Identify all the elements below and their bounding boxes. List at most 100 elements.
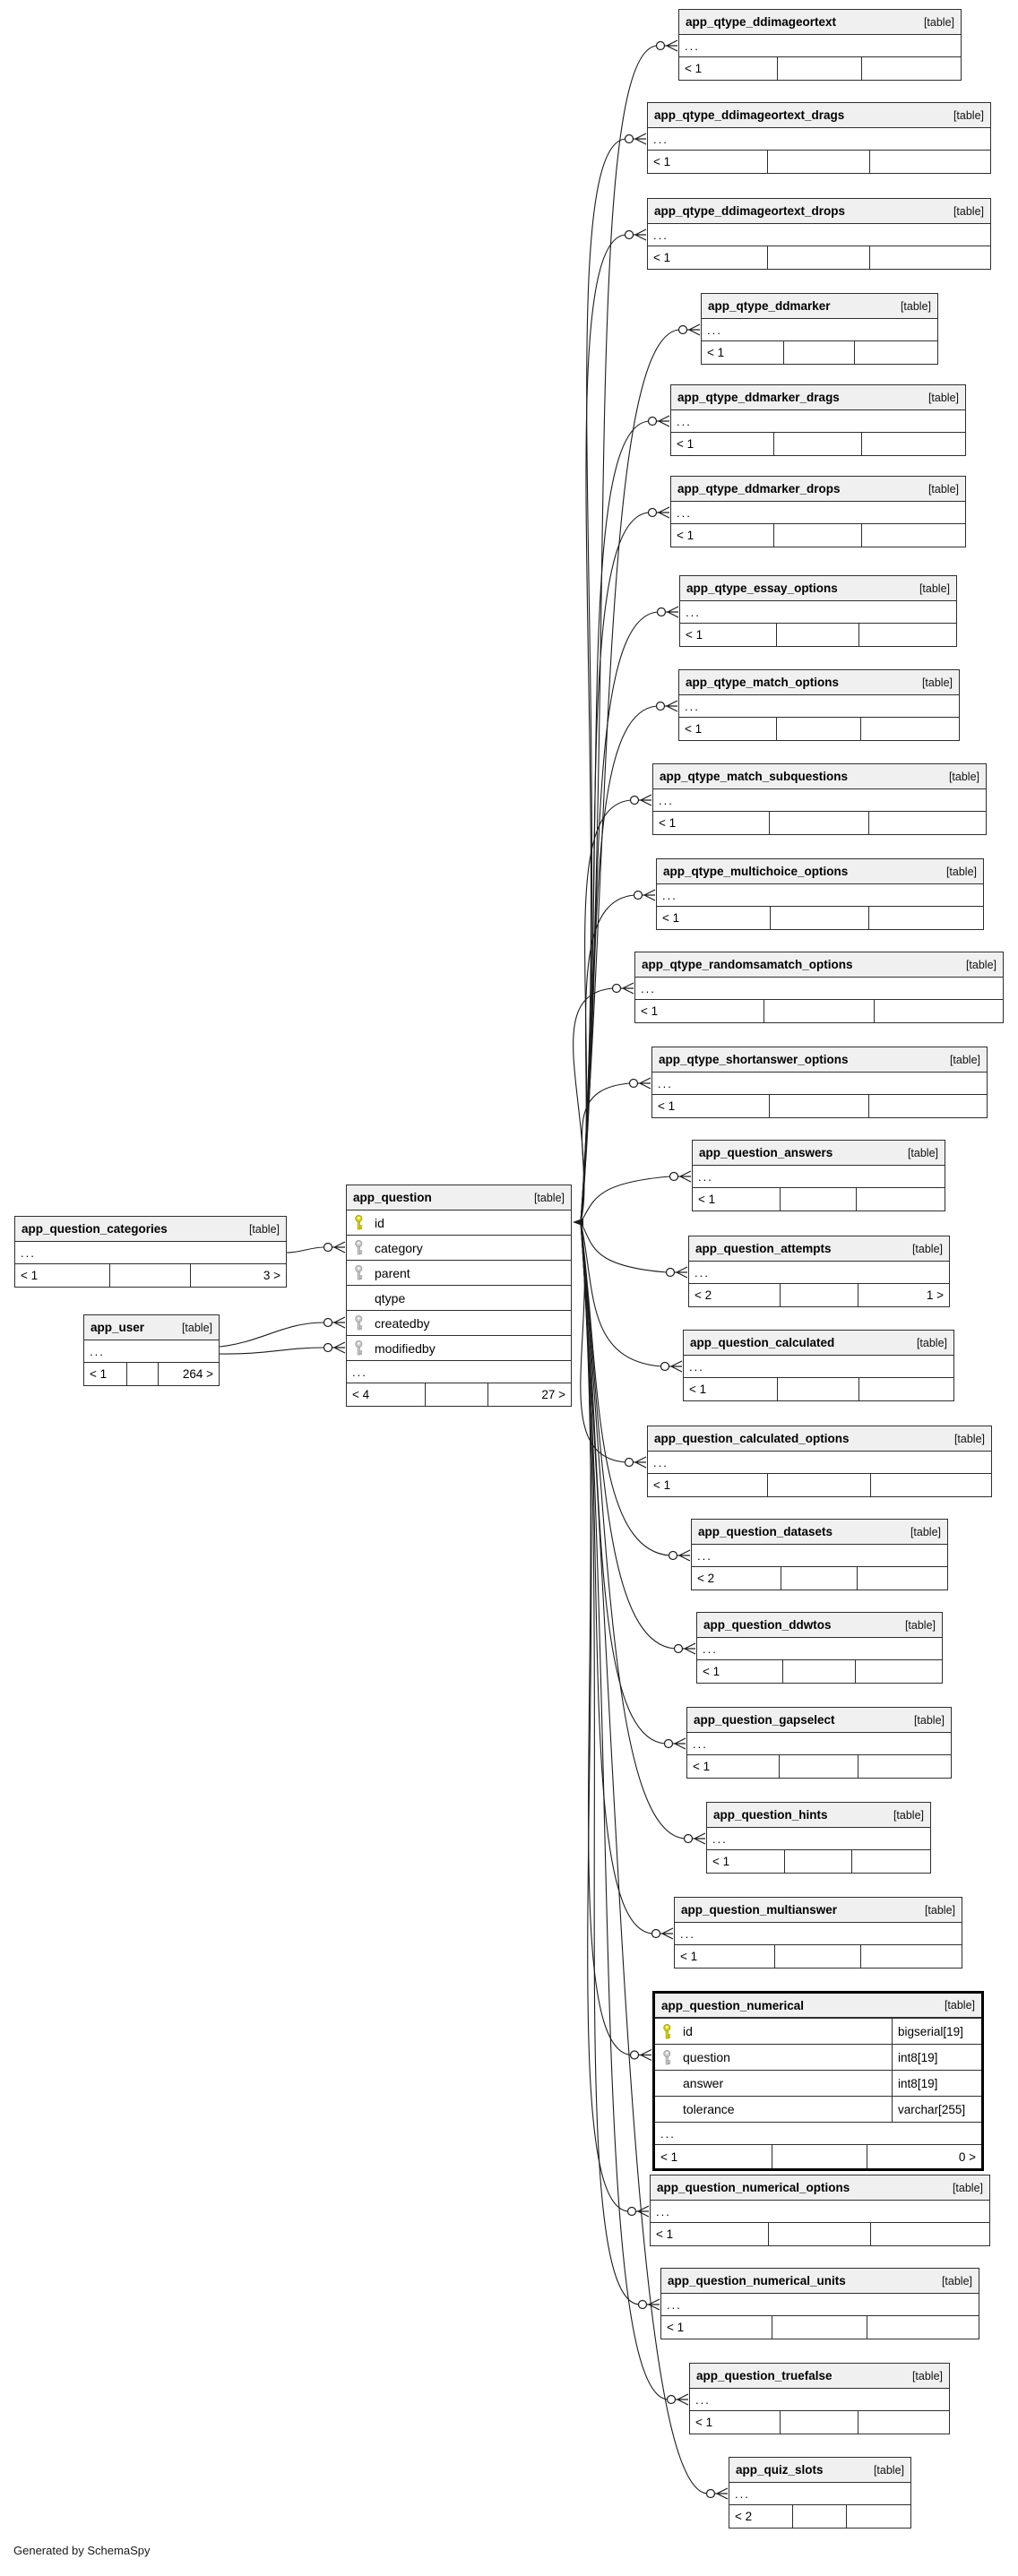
relationship-line — [580, 138, 626, 1223]
columns-ellipsis-row: ... — [679, 695, 959, 718]
table-name: app_qtype_match_options — [686, 676, 840, 689]
table-app_qtype_shortanswer_options[interactable]: app_qtype_shortanswer_options[table]...<… — [651, 1047, 988, 1118]
ellipsis-text: ... — [685, 39, 700, 53]
footer-cell-mid — [774, 524, 863, 547]
table-app_qtype_match_options[interactable]: app_qtype_match_options[table]...< 1 — [678, 669, 960, 741]
table-app_qtype_ddimageortext_drags[interactable]: app_qtype_ddimageortext_drags[table]...<… — [647, 102, 991, 174]
ellipsis-text: ... — [653, 228, 669, 242]
footer-cell-left: < 1 — [661, 2316, 772, 2339]
table-name: app_qtype_randomsamatch_options — [642, 958, 853, 971]
table-name: app_qtype_ddimageortext_drags — [654, 108, 845, 122]
columns-ellipsis-row: ... — [690, 2389, 949, 2411]
table-name: app_qtype_ddmarker_drags — [677, 391, 840, 404]
relationship-count-row: < 1 — [671, 524, 965, 547]
footer-cell-mid — [769, 2223, 871, 2245]
table-app_question_numerical_units[interactable]: app_question_numerical_units[table]...< … — [660, 2268, 979, 2339]
table-app_question_truefalse[interactable]: app_question_truefalse[table]...< 1 — [689, 2363, 950, 2434]
table-app_qtype_multichoice_options[interactable]: app_qtype_multichoice_options[table]...<… — [656, 858, 984, 930]
relationship-count-row: < 1 — [653, 812, 986, 834]
footer-cell-right — [858, 1567, 947, 1590]
table-tag-label: [table] — [965, 958, 996, 971]
ellipsis-text: ... — [694, 1265, 710, 1279]
column-type: int8[19] — [892, 2045, 981, 2070]
table-app_question_calculated[interactable]: app_question_calculated[table]...< 1 — [683, 1330, 954, 1401]
table-tag-label: [table] — [916, 1336, 947, 1349]
footer-cell-mid — [778, 57, 863, 80]
table-name: app_user — [91, 1321, 145, 1334]
table-app_question_gapselect[interactable]: app_question_gapselect[table]...< 1 — [686, 1707, 952, 1779]
zero-or-one-circle — [668, 1550, 678, 1561]
table-app_question_calculated_options[interactable]: app_question_calculated_options[table]..… — [647, 1426, 992, 1497]
columns-ellipsis-row: ... — [655, 2123, 981, 2145]
zero-or-one-circle — [673, 1643, 684, 1654]
footer-cell-right — [862, 433, 965, 455]
column-name: answer — [683, 2076, 724, 2090]
footer-cell-mid — [781, 2411, 858, 2434]
relationship-count-row: < 1 — [648, 151, 990, 173]
table-app_qtype_ddimageortext_drops[interactable]: app_qtype_ddimageortext_drops[table]...<… — [647, 198, 991, 270]
relationship-line — [694, 1832, 706, 1845]
table-app_qtype_ddimageortext[interactable]: app_qtype_ddimageortext[table]... < 1 — [678, 9, 962, 81]
footer-cell-mid — [771, 907, 869, 929]
relationship-line — [580, 705, 658, 1223]
table-header: app_question_truefalse[table] — [690, 2364, 949, 2389]
relationship-count-row: < 1 — [680, 624, 956, 646]
table-app_question_answers[interactable]: app_question_answers[table]...< 1 — [692, 1140, 945, 1211]
columns-ellipsis-row: ... — [687, 1733, 951, 1755]
footer-cell-mid — [778, 1378, 859, 1400]
columns-ellipsis-row: ... — [729, 2483, 910, 2505]
footer-cell-mid — [777, 718, 861, 740]
footer-cell-mid — [426, 1383, 488, 1406]
table-app_qtype_randomsamatch_options[interactable]: app_qtype_randomsamatch_options[table]..… — [634, 952, 1004, 1023]
relationship-line — [580, 799, 632, 1223]
table-header: app_qtype_ddimageortext[table] — [679, 10, 961, 35]
ellipsis-text: ... — [21, 1245, 36, 1260]
footer-cell-left: < 1 — [690, 2411, 781, 2434]
relationship-count-row: < 1 — [684, 1378, 953, 1400]
ellipsis-text: ... — [686, 605, 701, 619]
table-name: app_question_hints — [713, 1808, 828, 1822]
table-app_qtype_ddmarker_drops[interactable]: app_qtype_ddmarker_drops[table]...< 1 — [670, 476, 966, 547]
footer-cell-left: < 1 — [648, 151, 768, 173]
zero-or-one-circle — [655, 701, 666, 711]
table-app_quiz_slots[interactable]: app_quiz_slots[table]...< 2 — [729, 2457, 911, 2529]
zero-or-one-circle — [669, 1171, 679, 1182]
relationship-count-row: < 1 — [693, 1188, 945, 1210]
zero-or-one-circle — [611, 983, 622, 994]
relationship-count-row: < 1 — [679, 57, 961, 80]
table-app_question_datasets[interactable]: app_question_datasets[table]...< 2 — [691, 1519, 948, 1590]
table-app_qtype_essay_options[interactable]: app_qtype_essay_options[table]... < 1 — [679, 575, 957, 647]
table-name: app_question_multianswer — [681, 1903, 838, 1917]
table-app_question_multianswer[interactable]: app_question_multianswer[table]...< 1 — [674, 1897, 962, 1969]
table-app_question_ddwtos[interactable]: app_question_ddwtos[table]...< 1 — [696, 1612, 943, 1684]
footer-cell-left: < 1 — [648, 246, 768, 269]
foreign-key-icon — [353, 1340, 365, 1356]
columns-ellipsis-row: ... — [692, 1545, 947, 1567]
ellipsis-text: ... — [659, 793, 674, 807]
table-name: app_question_answers — [699, 1146, 833, 1159]
table-header: app_question_multianswer[table] — [675, 1898, 962, 1923]
footer-cell-mid — [784, 341, 855, 364]
table-header: app_question_numerical_units[table] — [661, 2269, 979, 2294]
table-app_qtype_ddmarker[interactable]: app_qtype_ddmarker[table]...< 1 — [701, 293, 938, 365]
table-app_question_hints[interactable]: app_question_hints[table]...< 1 — [706, 1802, 931, 1874]
table-header: app_question_hints[table] — [707, 1803, 930, 1828]
columns-ellipsis-row: ... — [648, 1452, 991, 1474]
table-app_qtype_ddmarker_drags[interactable]: app_qtype_ddmarker_drags[table]...< 1 — [670, 384, 966, 456]
table-app_question_numerical_options[interactable]: app_question_numerical_options[table]...… — [650, 2175, 990, 2246]
table-name: app_qtype_ddmarker_drops — [677, 482, 841, 495]
table-app_qtype_match_subquestions[interactable]: app_qtype_match_subquestions[table]...< … — [652, 763, 987, 835]
table-tag-label: [table] — [953, 108, 984, 122]
table-header: app_qtype_essay_options[table] — [680, 576, 956, 601]
relationship-line — [286, 1246, 325, 1254]
footer-cell-mid — [780, 1755, 859, 1778]
table-tag-label: [table] — [919, 582, 950, 595]
table-header: app_question_answers[table] — [693, 1141, 945, 1166]
